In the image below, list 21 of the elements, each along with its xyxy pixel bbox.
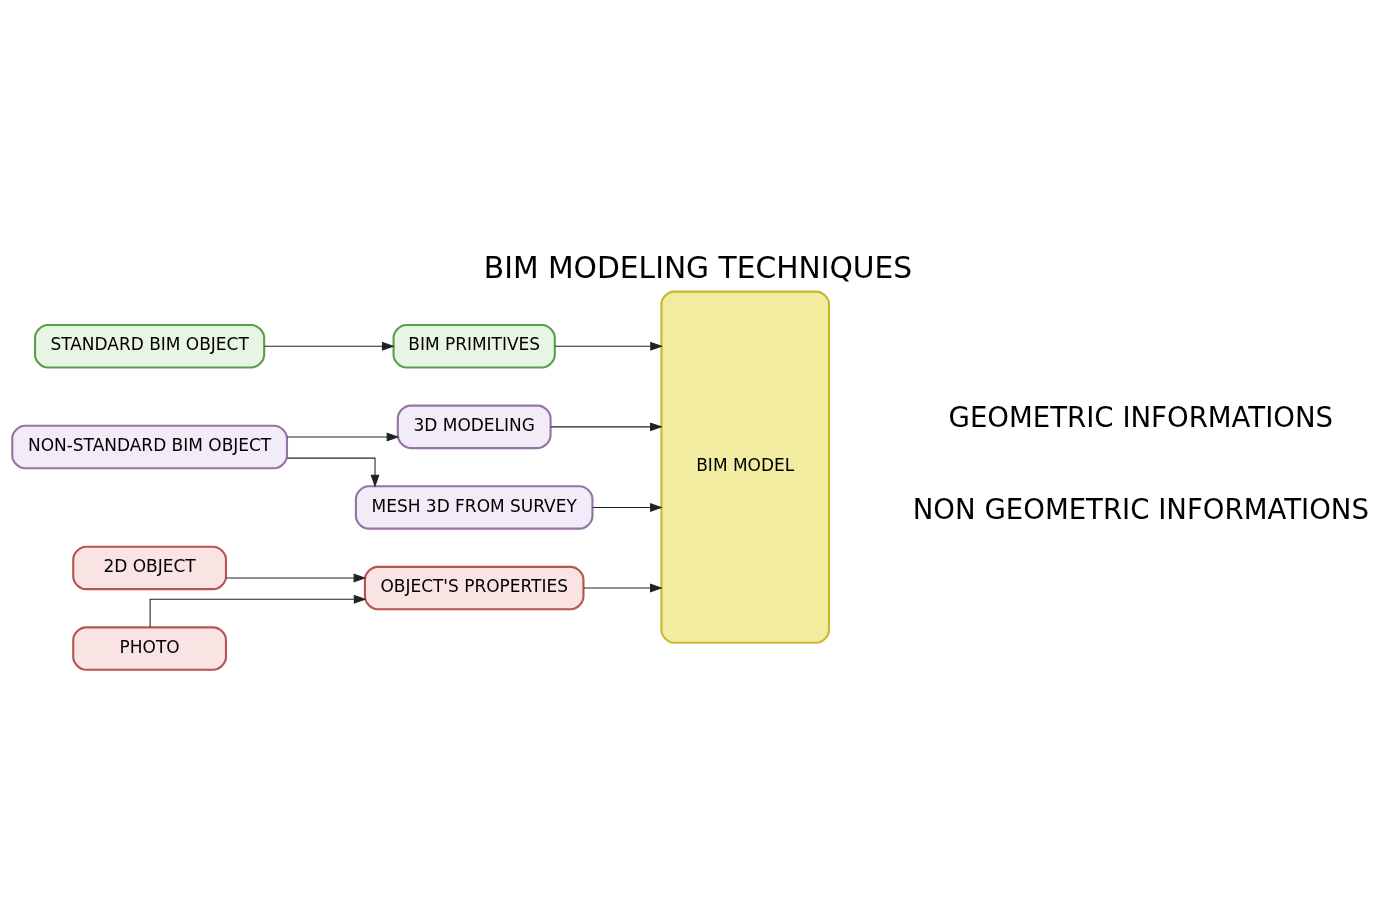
node-box: BIM MODEL (660, 290, 831, 644)
arrow (583, 583, 663, 593)
arrow (225, 573, 367, 582)
label: GEOMETRIC INFORMATIONS (948, 400, 1334, 434)
node-box: 3D MODELING (396, 404, 552, 449)
arrow (550, 421, 663, 431)
node-box: BIM PRIMITIVES (392, 323, 556, 368)
arrow (286, 457, 380, 488)
diagram-title: BIM MODELING TECHNIQUES (483, 249, 913, 285)
node-box: MESH 3D FROM SURVEY (354, 484, 594, 530)
node-box: OBJECT'S PROPERTIES (363, 565, 585, 610)
arrow (263, 341, 395, 351)
node-box: STANDARD BIM OBJECT (34, 323, 266, 368)
arrow (286, 431, 400, 441)
arrow (592, 502, 663, 512)
arrow (554, 341, 663, 351)
node-box: NON-STANDARD BIM OBJECT (11, 424, 289, 469)
label: NON GEOMETRIC INFORMATIONS (912, 492, 1369, 526)
arrow (149, 594, 367, 628)
node-box: 2D OBJECT (72, 545, 228, 590)
node-box: PHOTO (72, 625, 228, 671)
